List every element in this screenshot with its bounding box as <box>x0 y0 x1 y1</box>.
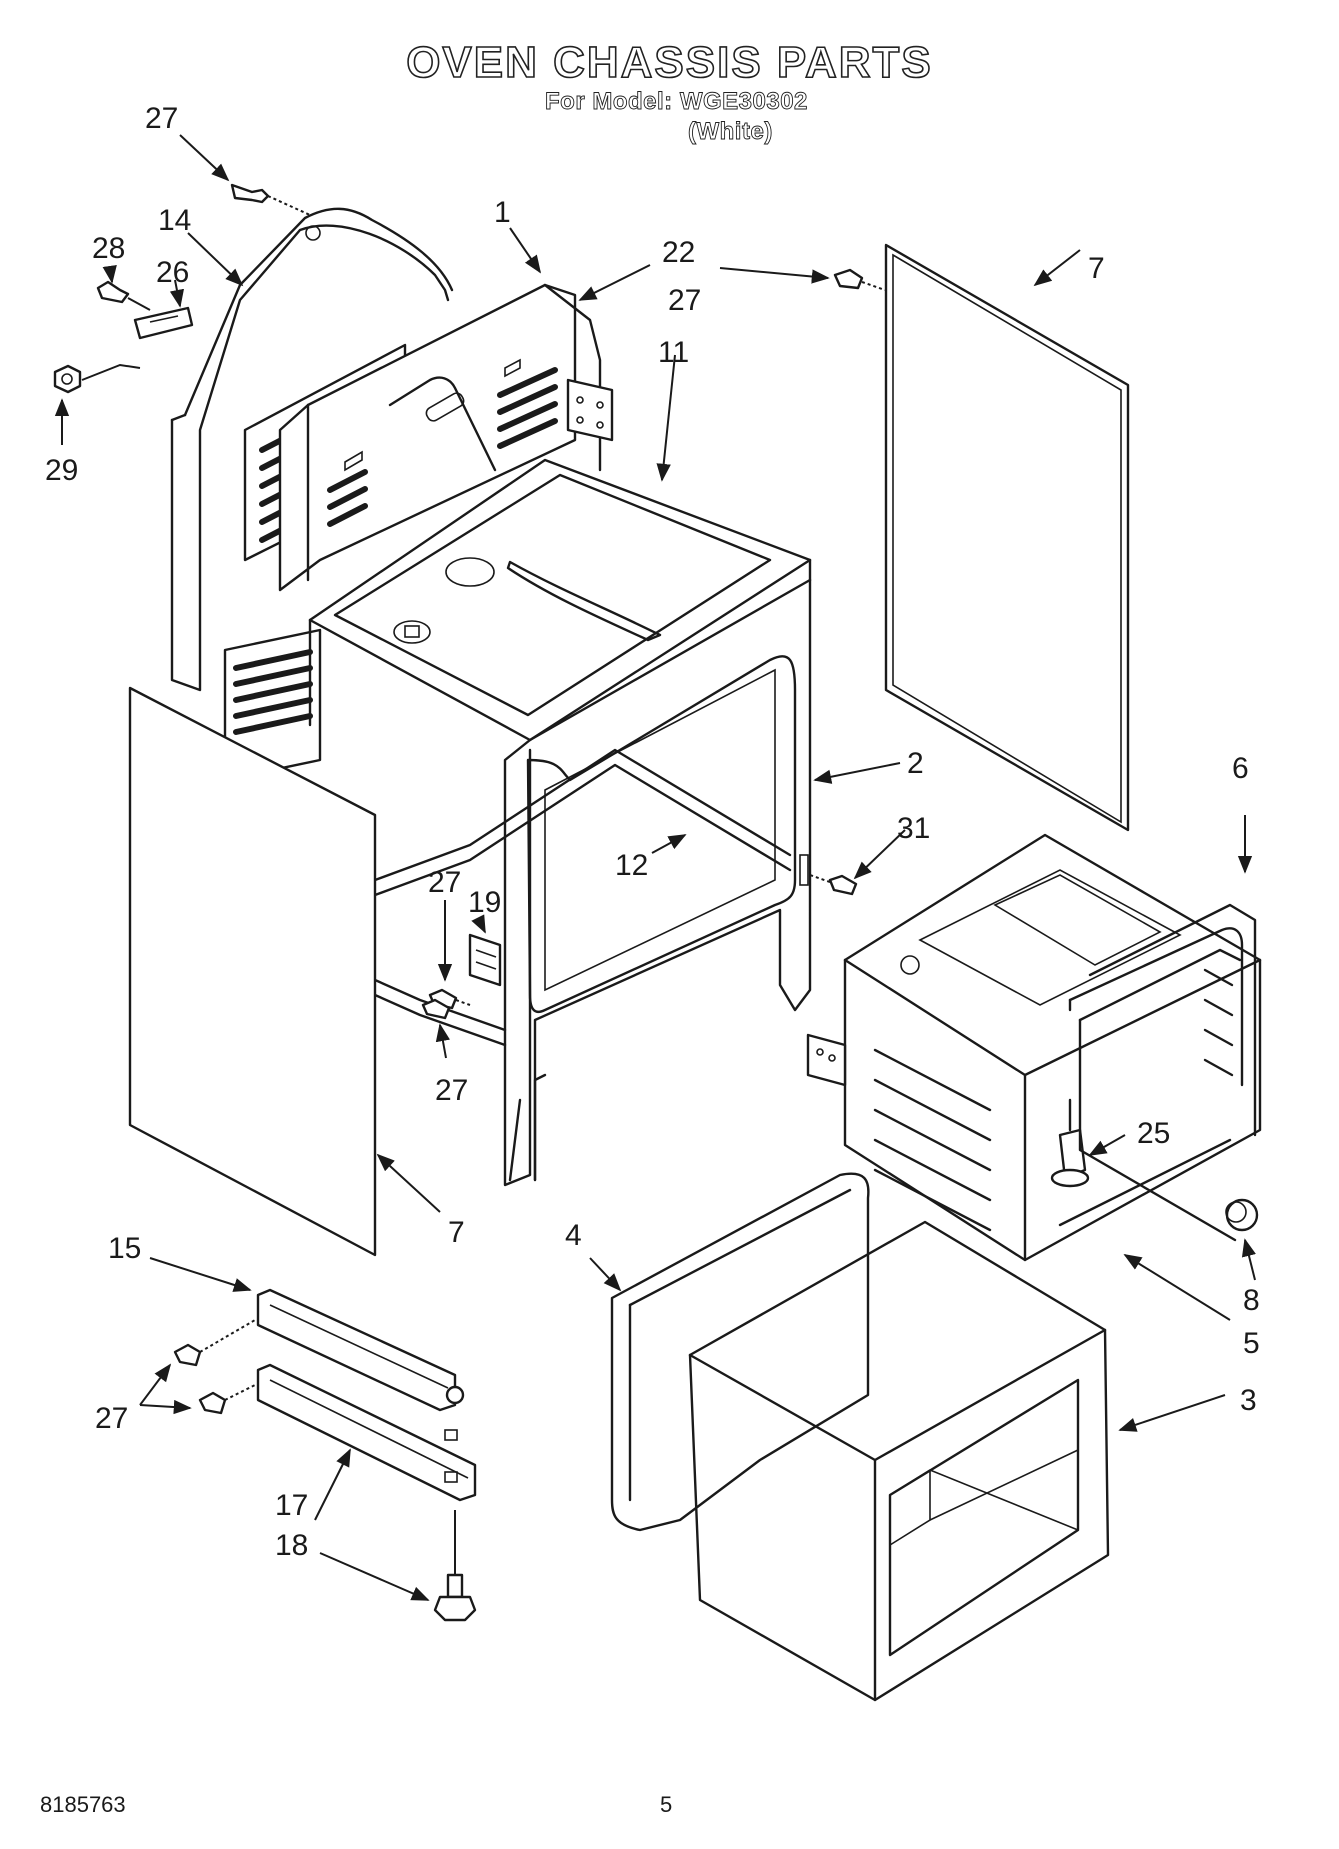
callout-26: 26 <box>156 256 189 289</box>
screw-27-top <box>230 183 311 216</box>
screw-31 <box>809 874 858 896</box>
callout-27-rail: 27 <box>95 1402 128 1435</box>
rear-panel-frame-part-14 <box>170 207 454 692</box>
callout-3: 3 <box>1240 1384 1257 1417</box>
leveling-leg-part-18 <box>433 1510 477 1622</box>
callout-27-panel: 27 <box>668 284 701 317</box>
page-number: 5 <box>660 1792 673 1817</box>
callout-28: 28 <box>92 232 125 265</box>
callout-11: 11 <box>658 336 689 369</box>
main-chassis-frame-part-2 <box>308 558 812 1187</box>
callout-15: 15 <box>108 1232 141 1265</box>
callout-18: 18 <box>275 1529 308 1562</box>
lower-rear-vent <box>223 628 322 782</box>
callout-2: 2 <box>907 747 924 780</box>
rear-top-frame-part-1-22 <box>278 283 614 592</box>
cap-part-8 <box>1225 1198 1259 1232</box>
callout-29: 29 <box>45 454 78 487</box>
oven-rack-part-6 <box>1068 903 1257 1242</box>
color-line: (White) <box>688 118 773 146</box>
callout-27-low: 27 <box>435 1074 468 1107</box>
screw-27-rail-upper <box>173 1319 256 1367</box>
nut-29 <box>53 363 141 394</box>
insulation-box-part-3 <box>688 1220 1110 1702</box>
callout-4: 4 <box>565 1219 582 1252</box>
screw-27-right-panel <box>833 268 886 291</box>
leader-lines <box>54 134 1256 1601</box>
callout-1: 1 <box>494 196 511 229</box>
callout-8: 8 <box>1243 1284 1260 1317</box>
callout-27-mid: 27 <box>428 866 461 899</box>
oven-cavity-part-5 <box>806 833 1262 1262</box>
page-title: OVEN CHASSIS PARTS <box>405 37 933 88</box>
screw-27-rail-lower <box>198 1384 256 1415</box>
rear-leveling-rail-part-17 <box>256 1363 477 1502</box>
screw-27-low <box>421 998 451 1020</box>
callout-7-left: 7 <box>448 1216 465 1249</box>
callout-27-top: 27 <box>145 102 178 135</box>
left-side-panel-part-7 <box>128 686 377 1257</box>
model-line: For Model: WGE30302 <box>545 88 808 116</box>
insulation-wrap-part-4 <box>610 1172 870 1532</box>
callout-labels: 27 14 28 26 29 1 22 27 11 7 2 6 31 12 27… <box>45 102 1260 1562</box>
callout-5: 5 <box>1243 1327 1260 1360</box>
document-number: 8185763 <box>40 1792 126 1817</box>
callout-12: 12 <box>615 849 648 882</box>
callout-31: 31 <box>897 812 930 845</box>
callout-17: 17 <box>275 1489 308 1522</box>
callout-19: 19 <box>468 886 501 919</box>
inner-rail-part-12 <box>373 748 792 897</box>
screw-28 <box>96 280 151 311</box>
callout-6: 6 <box>1232 752 1249 785</box>
bracket-part-19 <box>373 933 507 1047</box>
callout-22: 22 <box>662 236 695 269</box>
right-side-panel-part-7 <box>884 243 1130 832</box>
callout-25: 25 <box>1137 1117 1170 1150</box>
callout-7-right: 7 <box>1088 252 1105 285</box>
front-leveling-rail-part-15 <box>256 1288 465 1412</box>
clip-26 <box>133 306 194 340</box>
callout-14: 14 <box>158 204 191 237</box>
cooktop-frame-part-11 <box>308 376 812 742</box>
